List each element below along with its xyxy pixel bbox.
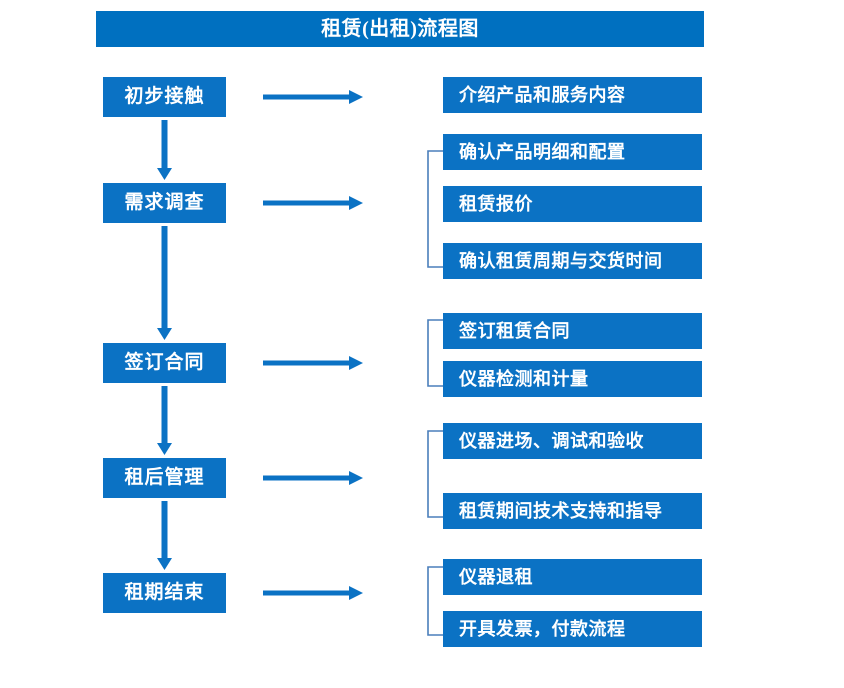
- group-bracket-rental-end: [419, 566, 443, 636]
- detail-box-instrument-entry-commissioning[interactable]: 仪器进场、调试和验收: [443, 423, 702, 459]
- stage-box-rental-end[interactable]: 租期结束: [103, 573, 226, 613]
- detail-box-introduce-products[interactable]: 介绍产品和服务内容: [443, 77, 702, 113]
- detail-box-rental-quotation[interactable]: 租赁报价: [443, 186, 702, 222]
- arrow-right-icon-5: [263, 585, 363, 601]
- detail-box-sign-rental-contract[interactable]: 签订租赁合同: [443, 313, 702, 349]
- arrow-down-icon-3: [156, 386, 173, 455]
- group-bracket-requirement-survey: [419, 150, 443, 268]
- stage-box-requirement-survey[interactable]: 需求调查: [103, 183, 226, 223]
- detail-box-technical-support[interactable]: 租赁期间技术支持和指导: [443, 493, 702, 529]
- arrow-down-icon-2: [156, 226, 173, 340]
- arrow-down-icon-1: [156, 120, 173, 180]
- group-bracket-sign-contract: [419, 319, 443, 387]
- detail-box-confirm-period-delivery[interactable]: 确认租赁周期与交货时间: [443, 243, 702, 279]
- stage-box-sign-contract[interactable]: 签订合同: [103, 343, 226, 383]
- arrow-right-icon-1: [263, 89, 363, 105]
- page-title: 租赁(出租)流程图: [96, 11, 704, 47]
- stage-box-initial-contact[interactable]: 初步接触: [103, 77, 226, 117]
- arrow-right-icon-4: [263, 470, 363, 486]
- detail-box-instrument-inspection[interactable]: 仪器检测和计量: [443, 361, 702, 397]
- arrow-down-icon-4: [156, 501, 173, 570]
- detail-box-invoice-payment[interactable]: 开具发票，付款流程: [443, 611, 702, 647]
- arrow-right-icon-2: [263, 195, 363, 211]
- detail-box-confirm-product-details[interactable]: 确认产品明细和配置: [443, 134, 702, 170]
- arrow-right-icon-3: [263, 355, 363, 371]
- detail-box-instrument-return[interactable]: 仪器退租: [443, 559, 702, 595]
- group-bracket-post-rental-management: [419, 430, 443, 518]
- stage-box-post-rental-management[interactable]: 租后管理: [103, 458, 226, 498]
